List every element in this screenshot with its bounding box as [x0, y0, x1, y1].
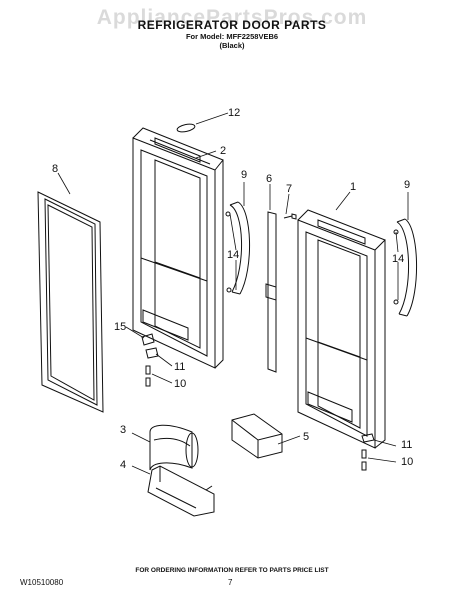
mullion-screw [283, 213, 297, 220]
callout-15: 15 [114, 321, 126, 333]
callout-8: 8 [52, 163, 58, 175]
door-cap [176, 123, 196, 133]
callout-2: 2 [220, 145, 226, 157]
page-number: 7 [228, 578, 233, 587]
page-title: REFRIGERATOR DOOR PARTS [137, 18, 327, 32]
callout-11-right: 11 [401, 439, 412, 451]
callout-10-right: 10 [401, 456, 413, 468]
door-gasket [37, 191, 104, 413]
ordering-note: FOR ORDERING INFORMATION REFER TO PARTS … [135, 567, 329, 574]
callout-9-left: 9 [241, 169, 247, 181]
callout-14-left: 14 [227, 249, 239, 261]
right-hinge-parts [361, 433, 375, 471]
leader-lines [57, 112, 409, 475]
callout-3: 3 [120, 424, 126, 436]
left-door-handle [225, 201, 251, 295]
callout-14-right: 14 [392, 253, 404, 265]
color-variant: (Black) [219, 41, 245, 50]
door-mullion [265, 211, 277, 373]
right-door-handle [393, 218, 418, 317]
document-code: W10510080 [20, 578, 64, 587]
door-shelf-bin [231, 413, 283, 459]
dairy-bin [147, 465, 215, 517]
dairy-bin-cover [149, 424, 199, 471]
right-door-assembly [297, 209, 386, 449]
callout-4: 4 [120, 459, 126, 471]
callout-12: 12 [228, 107, 240, 119]
callout-9-right: 9 [404, 179, 410, 191]
callout-6: 6 [266, 173, 272, 185]
callout-7: 7 [286, 183, 292, 195]
callout-5: 5 [303, 431, 309, 443]
callout-1: 1 [350, 181, 356, 193]
callout-11-left: 11 [174, 361, 185, 373]
model-line: For Model: MFF2258VEB6 [185, 32, 279, 41]
callout-10-left: 10 [174, 378, 186, 390]
left-hinge-parts [141, 333, 159, 387]
left-door-assembly [132, 127, 224, 369]
